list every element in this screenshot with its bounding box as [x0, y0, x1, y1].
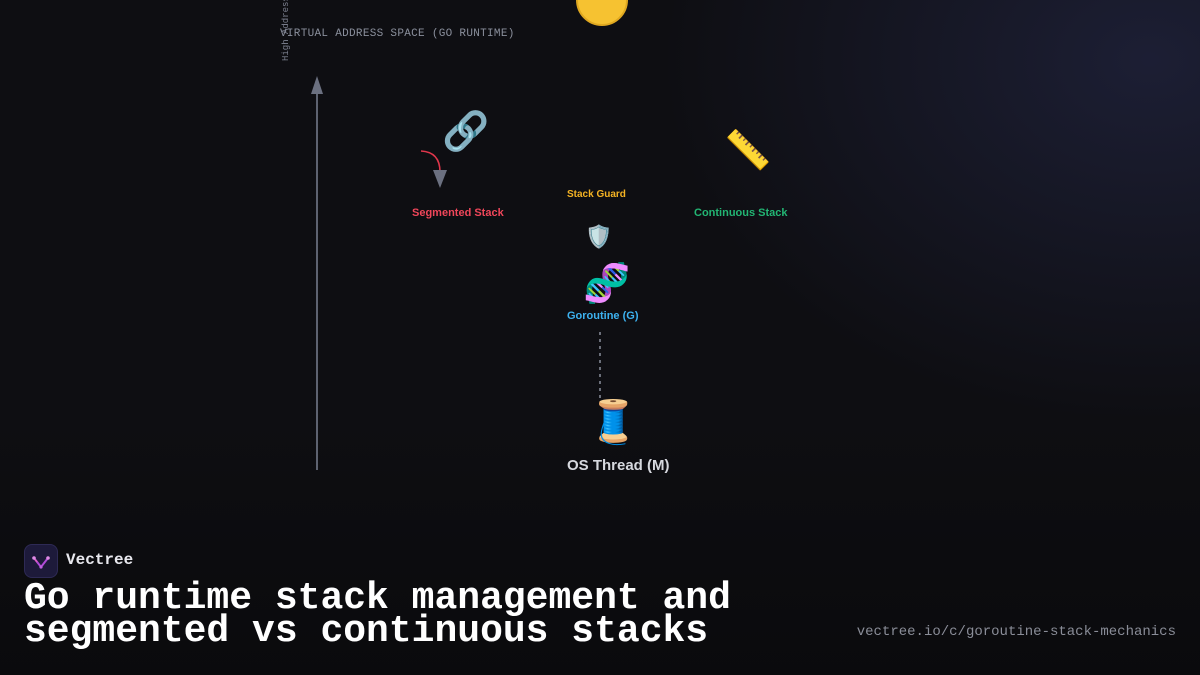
ruler-icon: 📏 [724, 130, 772, 172]
segment-growth-curve [420, 150, 441, 173]
title-line-2: segmented vs continuous stacks [24, 610, 709, 653]
shield-icon: 🛡️ [585, 224, 613, 249]
stack-guard-label: Stack Guard [567, 189, 626, 200]
os-thread-label: OS Thread (M) [567, 457, 670, 474]
brand-name: Vectree [66, 551, 134, 569]
address-space-title: VIRTUAL ADDRESS SPACE (GO RUNTIME) [280, 28, 515, 40]
title-line-1: Go runtime stack management and [24, 577, 731, 620]
continuous-stack-label: Continuous Stack [694, 207, 788, 219]
link-icon: 🔗 [442, 111, 490, 153]
source-url[interactable]: vectree.io/c/goroutine-stack-mechanics [856, 624, 1176, 640]
vectree-logo [24, 544, 58, 578]
segment-growth-arrowhead [433, 170, 447, 188]
page-title: Go runtime stack management and segmente… [24, 577, 731, 653]
dna-icon: 🧬 [583, 263, 631, 305]
segmented-stack-label: Segmented Stack [412, 207, 504, 219]
address-axis-arrow [311, 76, 323, 94]
high-addresses-label: High Addresses [281, 0, 291, 61]
vectree-logo-mark [32, 556, 50, 569]
thread-spool-icon: 🧵 [587, 398, 640, 445]
goroutine-label: Goroutine (G) [567, 310, 639, 322]
